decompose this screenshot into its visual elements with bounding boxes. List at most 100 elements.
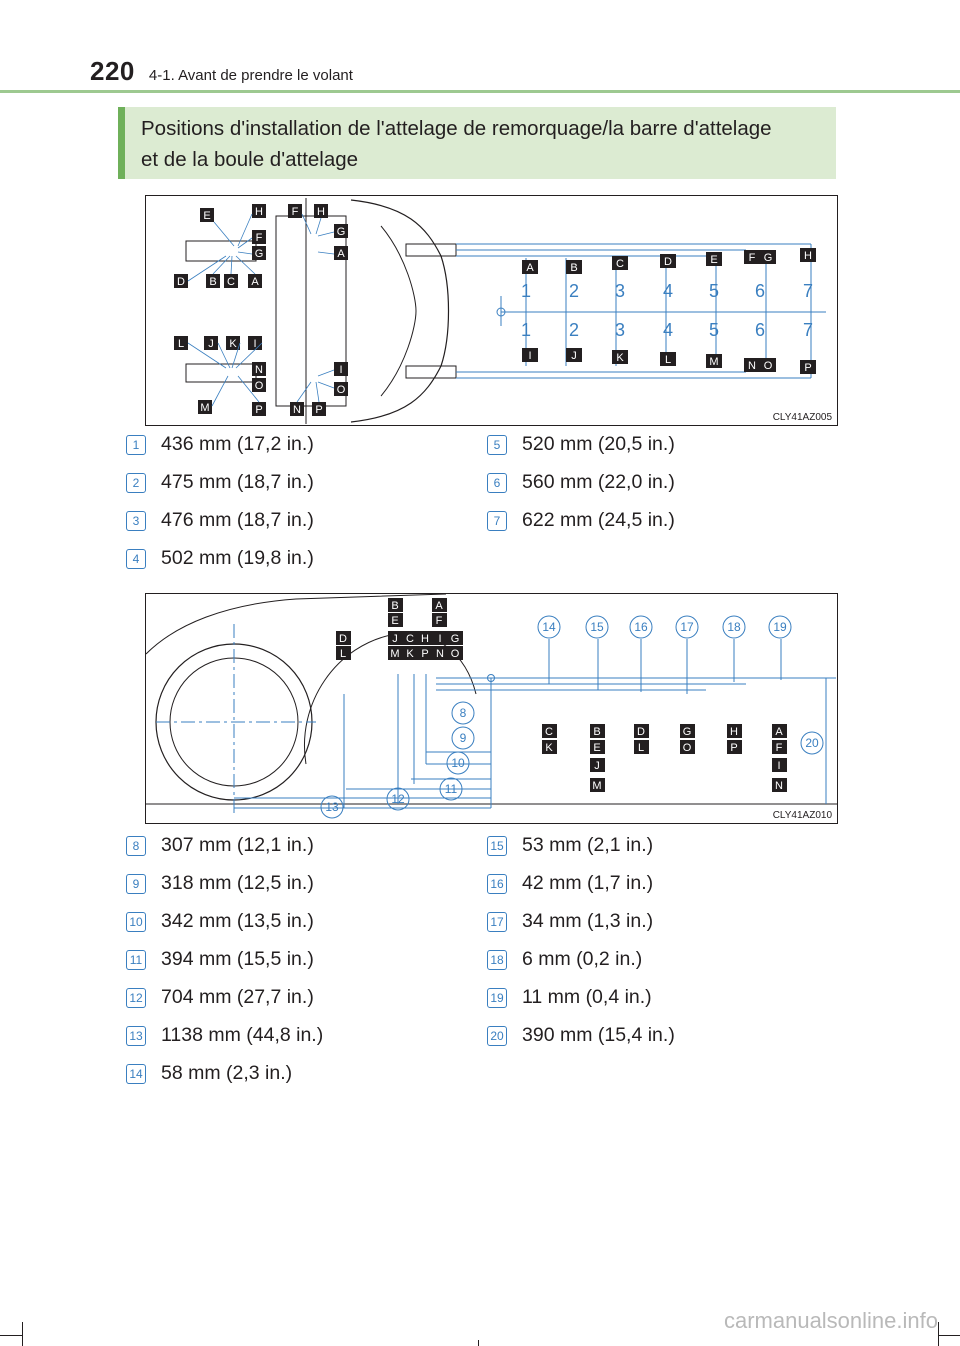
- header-rule: [0, 90, 960, 93]
- fig1-letter-p: P: [804, 362, 811, 374]
- svg-text:C: C: [545, 726, 553, 738]
- svg-text:H: H: [255, 206, 263, 218]
- crop-mark: [22, 1322, 23, 1346]
- number-badge: 17: [487, 911, 507, 932]
- svg-text:G: G: [683, 726, 692, 738]
- heading-line-1: Positions d'installation de l'attelage d…: [141, 117, 772, 140]
- fig1-dim-5-top: 5: [709, 281, 719, 301]
- number-badge: 10: [126, 911, 146, 932]
- spec-value: 11 mm (0,4 in.): [522, 986, 652, 1008]
- svg-text:M: M: [592, 780, 601, 792]
- number-badge: 3: [126, 510, 146, 531]
- svg-text:L: L: [340, 648, 346, 660]
- crop-mark: [938, 1335, 960, 1336]
- svg-text:O: O: [337, 384, 346, 396]
- spec-value: 390 mm (15,4 in.): [522, 1024, 675, 1046]
- svg-text:F: F: [292, 206, 299, 218]
- fig1-letter-d: D: [664, 256, 672, 268]
- number-badge: 11: [126, 949, 146, 970]
- svg-text:P: P: [421, 648, 428, 660]
- fig2-num-13: 13: [325, 800, 339, 814]
- number-badge: 8: [126, 835, 146, 856]
- number-badge: 12: [126, 987, 146, 1008]
- number-badge: 7: [487, 510, 507, 531]
- svg-text:J: J: [208, 338, 214, 350]
- fig1-dim-1-top: 1: [521, 281, 531, 301]
- svg-text:N: N: [293, 404, 301, 416]
- fig1-letter-j: J: [571, 350, 577, 362]
- svg-text:A: A: [775, 726, 783, 738]
- figure-code: CLY41AZ005: [773, 412, 833, 423]
- svg-text:G: G: [255, 248, 264, 260]
- fig1-letter-h: H: [804, 250, 812, 262]
- svg-text:H: H: [421, 633, 429, 645]
- svg-text:P: P: [255, 404, 262, 416]
- svg-text:N: N: [255, 364, 263, 376]
- spec-value: 58 mm (2,3 in.): [161, 1062, 293, 1084]
- fig1-letter-i: I: [528, 350, 531, 362]
- fig1-letter-n: N: [748, 360, 756, 372]
- svg-text:E: E: [593, 742, 600, 754]
- fig1-letter-o: O: [764, 360, 773, 372]
- svg-text:F: F: [776, 742, 783, 754]
- fig1-letter-a: A: [526, 262, 534, 274]
- spec-value: 53 mm (2,1 in.): [522, 834, 654, 856]
- svg-text:D: D: [637, 726, 645, 738]
- svg-text:E: E: [391, 615, 398, 627]
- svg-text:N: N: [775, 780, 783, 792]
- fig1-dim-7-top: 7: [803, 281, 813, 301]
- spec-value: 318 mm (12,5 in.): [161, 872, 314, 894]
- svg-text:O: O: [683, 742, 692, 754]
- fig1-dim-4-bottom: 4: [663, 320, 673, 340]
- fig1-dim-3-bottom: 3: [615, 320, 625, 340]
- fig1-letter-m: M: [709, 356, 718, 368]
- fig1-letter-b: B: [570, 262, 577, 274]
- fig1-dim-6-top: 6: [755, 281, 765, 301]
- crop-mark: [478, 1340, 479, 1346]
- svg-text:J: J: [392, 633, 398, 645]
- section-heading-box: Positions d'installation de l'attelage d…: [118, 107, 836, 179]
- spec-value: 307 mm (12,1 in.): [161, 834, 314, 856]
- fig2-num-16: 16: [634, 620, 648, 634]
- page-header: 220 4-1. Avant de prendre le volant: [90, 56, 353, 87]
- side-view-svg: D L B E A F J C H I G M K P N O C K B E …: [146, 594, 837, 821]
- fig2-num-10: 10: [451, 756, 465, 770]
- fig1-dim-7-bottom: 7: [803, 320, 813, 340]
- spec-value: 476 mm (18,7 in.): [161, 509, 314, 531]
- number-badge: 15: [487, 835, 507, 856]
- spec-value: 475 mm (18,7 in.): [161, 471, 314, 493]
- crop-mark: [0, 1335, 22, 1336]
- svg-text:A: A: [337, 248, 345, 260]
- number-badge: 13: [126, 1025, 146, 1046]
- svg-text:M: M: [200, 402, 209, 414]
- fig1-dim-4-top: 4: [663, 281, 673, 301]
- spec-item: 2 475 mm (18,7 in.): [126, 471, 314, 494]
- svg-text:H: H: [730, 726, 738, 738]
- fig2-num-17: 17: [680, 620, 694, 634]
- fig2-num-8: 8: [460, 706, 467, 720]
- top-view-svg: E H F G D B C A F H G A L J K I N O M P …: [174, 198, 833, 424]
- number-badge: 14: [126, 1063, 146, 1084]
- svg-text:L: L: [638, 742, 644, 754]
- fig2-num-19: 19: [773, 620, 787, 634]
- svg-text:L: L: [178, 338, 184, 350]
- number-badge: 16: [487, 873, 507, 894]
- heading-line-2: et de la boule d'attelage: [141, 148, 359, 171]
- number-badge: 4: [126, 548, 146, 569]
- svg-text:D: D: [177, 276, 185, 288]
- svg-text:F: F: [436, 615, 443, 627]
- fig2-num-12: 12: [391, 792, 405, 806]
- spec-value: 520 mm (20,5 in.): [522, 433, 675, 455]
- number-badge: 2: [126, 472, 146, 493]
- spec-value: 42 mm (1,7 in.): [522, 872, 654, 894]
- fig2-num-18: 18: [727, 620, 741, 634]
- fig1-letter-e: E: [710, 254, 717, 266]
- spec-value: 1138 mm (44,8 in.): [161, 1024, 324, 1046]
